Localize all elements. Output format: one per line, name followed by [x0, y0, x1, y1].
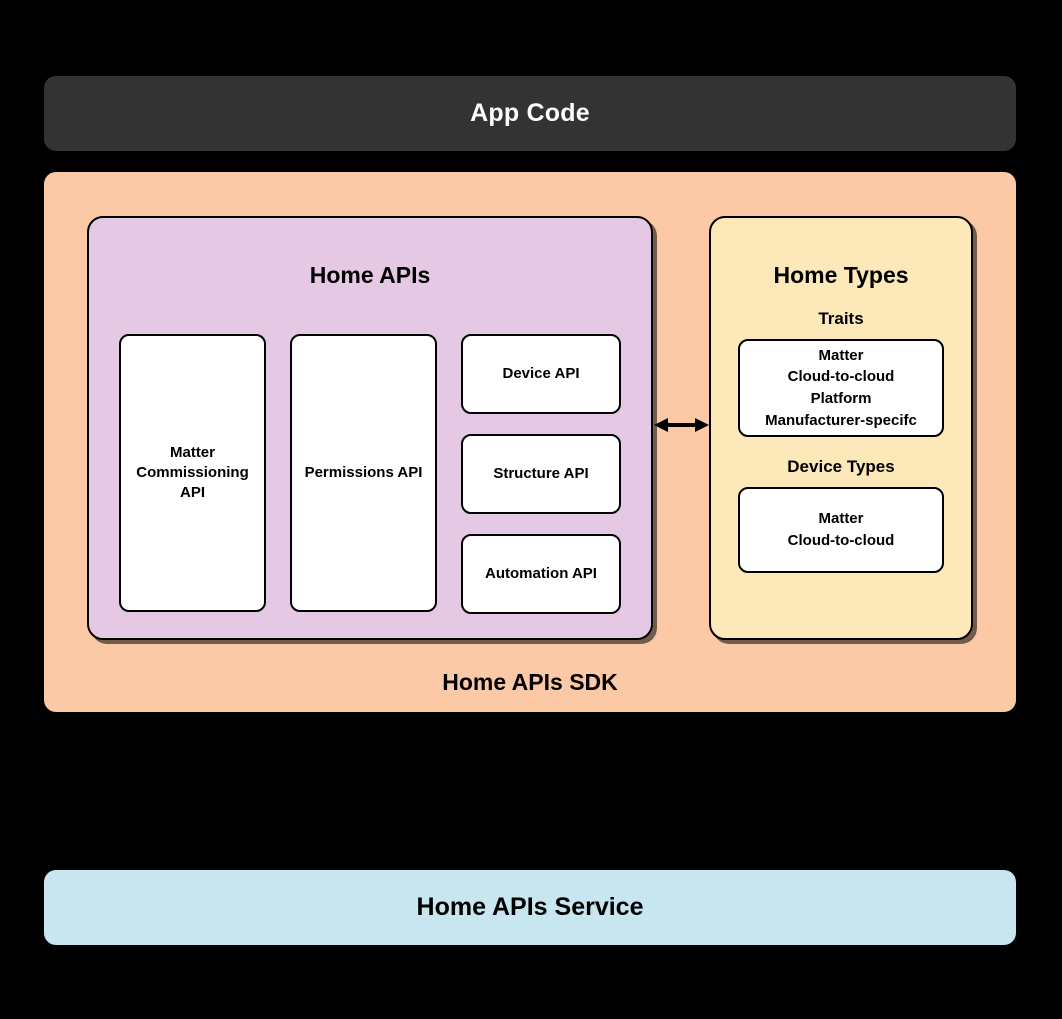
- structure-api-box[interactable]: Structure API: [461, 434, 621, 514]
- home-types-panel: Home Types Traits Matter Cloud-to-cloud …: [709, 216, 973, 640]
- bidirectional-arrow-icon: [654, 410, 709, 440]
- home-types-title: Home Types: [773, 262, 909, 288]
- traits-box[interactable]: Matter Cloud-to-cloud Platform Manufactu…: [738, 339, 944, 437]
- device-types-box[interactable]: Matter Cloud-to-cloud: [738, 487, 944, 573]
- home-apis-sdk-container: Home APIs Matter Commissioning API Permi…: [44, 172, 1016, 712]
- home-apis-service-bar: Home APIs Service: [44, 870, 1016, 945]
- app-code-label: App Code: [470, 99, 590, 127]
- home-apis-service-label: Home APIs Service: [416, 893, 644, 921]
- api-stack-column: Device API Structure API Automation API: [461, 334, 621, 614]
- device-api-box[interactable]: Device API: [461, 334, 621, 414]
- matter-commissioning-api-box[interactable]: Matter Commissioning API: [119, 334, 266, 612]
- home-apis-title: Home APIs: [309, 262, 431, 288]
- home-apis-box-group: Matter Commissioning API Permissions API…: [119, 334, 621, 614]
- device-types-heading: Device Types: [787, 457, 895, 476]
- home-apis-sdk-label: Home APIs SDK: [442, 669, 618, 695]
- automation-api-box[interactable]: Automation API: [461, 534, 621, 614]
- home-apis-panel: Home APIs Matter Commissioning API Permi…: [87, 216, 653, 640]
- traits-heading: Traits: [818, 309, 864, 328]
- permissions-api-box[interactable]: Permissions API: [290, 334, 437, 612]
- app-code-bar: App Code: [44, 76, 1016, 151]
